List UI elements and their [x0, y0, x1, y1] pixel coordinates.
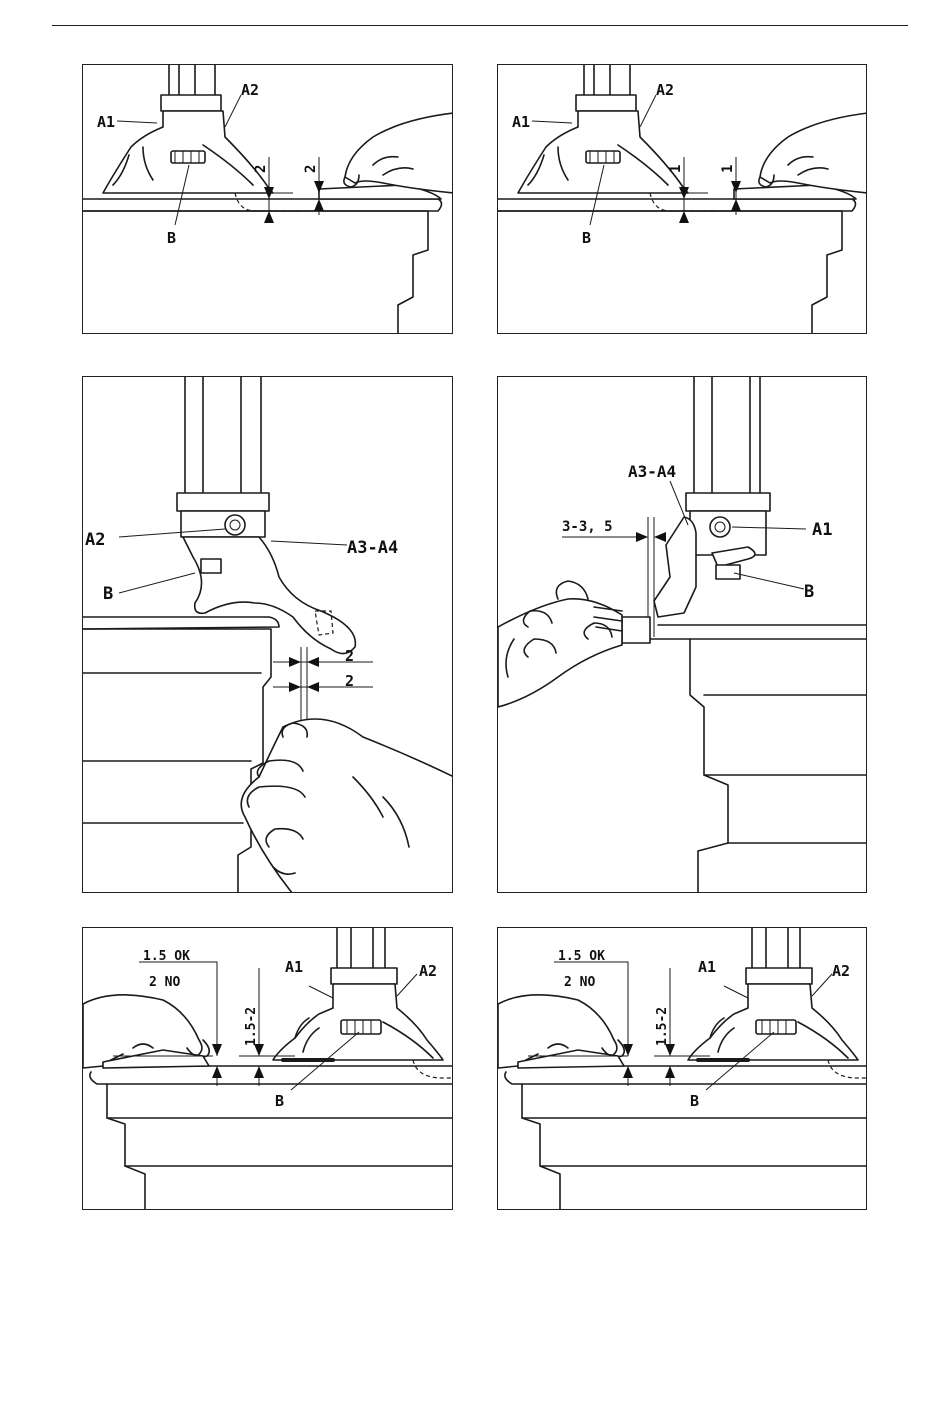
label-no: 2 NO: [149, 975, 180, 990]
figure-2-drawing: A1 A2 B 1 1: [498, 65, 867, 334]
label-b: B: [275, 1092, 284, 1110]
label-a2: A2: [419, 962, 437, 980]
dim-right: 2: [303, 165, 319, 173]
figure-3-drawing: A2 A3-A4 B 2 2: [83, 377, 453, 893]
label-a1: A1: [812, 520, 832, 540]
label-a2: A2: [241, 81, 259, 99]
label-a2: A2: [832, 962, 850, 980]
figure-4-lever-gap-check: A3-A4 A1 B 3-3, 5: [497, 376, 867, 893]
dim-bottom: 2: [345, 672, 354, 690]
dim-left: 2: [253, 165, 269, 173]
label-ok: 1.5 OK: [558, 949, 605, 964]
figure-5-height-check: 1.5 OK 2 NO 1.5-2 A1 A2 B: [82, 927, 453, 1210]
label-a3-a4: A3-A4: [628, 462, 676, 481]
label-no: 2 NO: [564, 975, 595, 990]
label-a2: A2: [656, 81, 674, 99]
label-range: 1.5-2: [244, 1007, 259, 1046]
figure-2-tool-head-gap-1: A1 A2 B 1 1: [497, 64, 867, 334]
figure-6-height-check: 1.5 OK 2 NO 1.5-2 A1 A2 B: [497, 927, 867, 1210]
label-a1: A1: [97, 113, 115, 131]
label-a3-a4: A3-A4: [347, 538, 398, 558]
label-b: B: [582, 229, 591, 247]
figure-4-drawing: A3-A4 A1 B 3-3, 5: [498, 377, 867, 893]
label-range: 1.5-2: [655, 1007, 670, 1046]
label-b: B: [690, 1092, 699, 1110]
dim-label: 3-3, 5: [562, 519, 613, 535]
label-a1: A1: [512, 113, 530, 131]
label-b: B: [804, 582, 814, 602]
dim-right: 1: [720, 165, 736, 173]
figure-1-tool-head-gap-2: A1 A2 B 2 2: [82, 64, 453, 334]
figure-3-side-gap-check: A2 A3-A4 B 2 2: [82, 376, 453, 893]
label-a1: A1: [698, 958, 716, 976]
figure-5-drawing: 1.5 OK 2 NO 1.5-2 A1 A2 B: [83, 928, 453, 1210]
dim-left: 1: [668, 165, 684, 173]
header-rule: [52, 25, 908, 26]
label-b: B: [103, 584, 113, 604]
figure-6-drawing: 1.5 OK 2 NO 1.5-2 A1 A2 B: [498, 928, 867, 1210]
dim-top: 2: [345, 647, 354, 665]
label-b: B: [167, 229, 176, 247]
figure-1-drawing: A1 A2 B 2 2: [83, 65, 453, 334]
label-a2: A2: [85, 530, 105, 550]
label-a1: A1: [285, 958, 303, 976]
label-ok: 1.5 OK: [143, 949, 190, 964]
